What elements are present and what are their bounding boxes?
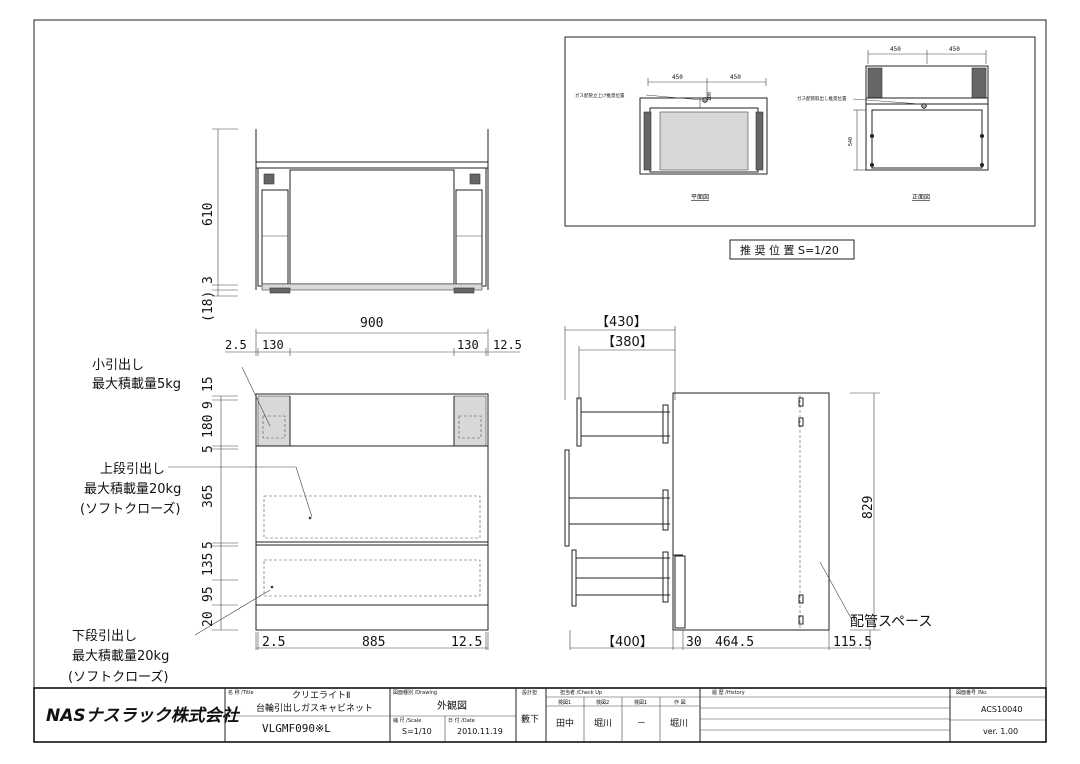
- drawing-number: ACS10040: [981, 705, 1022, 714]
- front-v-9: 9: [201, 401, 216, 409]
- inset-plan-view: 450 450 ガス配管立上げ推奨位置 100 平面図: [575, 74, 768, 201]
- model-number: VLGMF090※L: [262, 722, 331, 735]
- title-block: NASナスラック株式会社 名 称 /Title クリエライトⅡ 台輪引出しガスキ…: [33, 687, 1047, 743]
- inset-title: 推 奨 位 置 S=1/20: [740, 243, 839, 257]
- side-pipe-space-label: 配管スペース: [850, 614, 932, 630]
- note-upper-drawer-3: (ソフトクローズ): [80, 501, 181, 517]
- top-dim-610: 610: [201, 203, 216, 226]
- side-dim-829: 829: [861, 496, 876, 519]
- name-line2: 台輪引出しガスキャビネット: [256, 702, 373, 714]
- check-header-4: 作 図: [674, 699, 686, 706]
- front-dim-2-5-bottom: 2.5: [262, 635, 285, 650]
- name-line1: クリエライトⅡ: [292, 690, 350, 701]
- company-logo-text: NASナスラック株式会社: [46, 706, 241, 726]
- note-lower-drawer-1: 下段引出し: [72, 629, 137, 644]
- version: ver. 1.00: [983, 727, 1018, 736]
- front-v-5a: 5: [201, 445, 216, 453]
- front-view: 900 2.5 130 130 12.5 15 9 180 5 365 5 13…: [201, 316, 522, 650]
- check-value-1: 田中: [556, 717, 574, 729]
- inset-caption-plan: 平面図: [691, 194, 709, 201]
- drawing-type: 外観図: [437, 699, 467, 712]
- drawing-type-label: 図面種別 /Drawing: [393, 689, 437, 696]
- inset-dim-450-b: 450: [730, 74, 741, 81]
- front-dim-900: 900: [360, 316, 383, 331]
- inset-caption-front: 正面図: [912, 194, 930, 201]
- note-lower-drawer-2: 最大積載量20kg: [72, 649, 169, 664]
- number-label: 図面番号 /No.: [956, 689, 988, 696]
- designer-label: 設計担: [522, 689, 537, 696]
- note-small-drawer-2: 最大積載量5kg: [92, 377, 181, 392]
- inset-recommended-position: 450 450 ガス配管立上げ推奨位置 100 平面図 450 450: [564, 36, 1036, 227]
- side-view: 【430】 【380】: [564, 315, 932, 650]
- sheet-border: [33, 19, 1047, 743]
- front-v-5b: 5: [201, 541, 216, 549]
- check-value-4: 堀川: [670, 718, 688, 729]
- check-header-3: 検図1: [634, 699, 647, 706]
- inset-front-view: 450 450 ガス配管取出し推奨位置 540 正面図: [797, 46, 989, 201]
- side-dim-115-5: 115.5: [833, 635, 872, 650]
- note-upper-drawer-2: 最大積載量20kg: [84, 482, 181, 497]
- note-upper-drawer-1: 上段引出し: [100, 462, 165, 477]
- note-small-drawer-1: 小引出し: [92, 358, 144, 373]
- drawer-notes: 小引出し 最大積載量5kg 上段引出し 最大積載量20kg (ソフトクローズ) …: [68, 358, 313, 685]
- inset-dim-450-d: 450: [949, 46, 960, 53]
- date-value: 2010.11.19: [457, 727, 503, 736]
- front-dim-130-left: 130: [262, 338, 284, 352]
- inset-dim-450-c: 450: [890, 46, 901, 53]
- scale-value: S=1/10: [402, 727, 432, 736]
- check-value-3: －: [637, 719, 646, 729]
- inset-dim-450-a: 450: [672, 74, 683, 81]
- inset-dim-540: 540: [848, 137, 854, 146]
- check-label: 担当者 /Check Up: [560, 689, 602, 696]
- top-view: 610 3 (18): [201, 128, 489, 322]
- designer-value: 藪下: [521, 713, 539, 725]
- front-v-20: 20: [201, 611, 216, 627]
- front-v-95: 95: [201, 586, 216, 602]
- front-v-135: 135: [201, 553, 216, 576]
- side-dim-380: 【380】: [602, 335, 653, 350]
- top-dim-18: (18): [201, 291, 216, 322]
- inset-label-outlet: ガス配管取出し推奨位置: [797, 95, 847, 102]
- inset-title-box: [729, 239, 855, 260]
- front-dim-885: 885: [362, 635, 385, 650]
- front-v-365: 365: [201, 485, 216, 508]
- inset-label-riser: ガス配管立上げ推奨位置: [575, 92, 625, 99]
- check-header-1: 検図1: [558, 699, 571, 706]
- front-dim-2-5-top: 2.5: [225, 338, 247, 352]
- side-dim-30: 30: [686, 635, 702, 650]
- front-dim-130-right: 130: [457, 338, 479, 352]
- inset-frame: [564, 36, 1036, 227]
- front-v-15: 15: [201, 376, 216, 392]
- inset-dim-100: 100: [707, 92, 713, 101]
- side-dim-430: 【430】: [596, 315, 647, 330]
- history-label: 履 歴 /History: [712, 690, 745, 696]
- top-dim-3: 3: [201, 276, 216, 284]
- name-label: 名 称 /Title: [228, 689, 254, 696]
- side-dim-464-5: 464.5: [715, 635, 754, 650]
- date-label: 日 付 /Date: [448, 717, 475, 724]
- side-drawer-slides: [564, 397, 670, 607]
- front-dim-12-5-top: 12.5: [493, 338, 522, 352]
- note-lower-drawer-3: (ソフトクローズ): [68, 669, 169, 685]
- front-dim-12-5-bottom: 12.5: [451, 635, 482, 650]
- check-value-2: 堀川: [594, 718, 612, 729]
- front-v-180: 180: [201, 415, 216, 438]
- check-header-2: 検図2: [596, 699, 609, 706]
- side-dim-400: 【400】: [602, 635, 653, 650]
- scale-label: 縮 尺 /Scale: [393, 717, 421, 724]
